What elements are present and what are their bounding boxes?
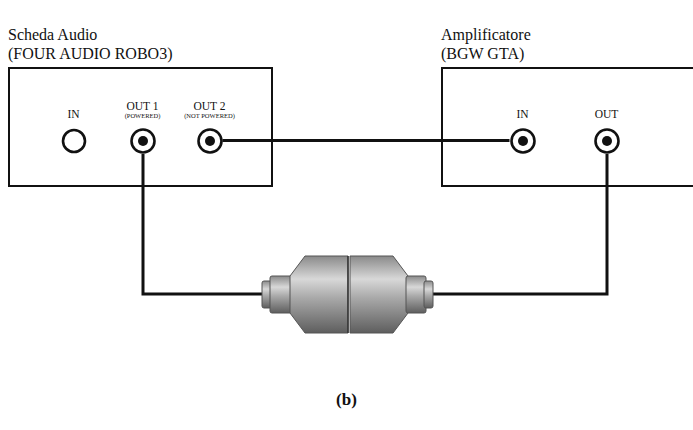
- speaker-connector: [262, 256, 433, 333]
- jack-symbol: [197, 128, 223, 154]
- jack-label: IN: [516, 108, 528, 120]
- signal-cable: [223, 139, 510, 142]
- jack-label: IN: [67, 108, 79, 120]
- port-name: IN: [516, 108, 528, 120]
- port-name: OUT: [595, 108, 619, 120]
- device-heading: Scheda Audio(FOUR AUDIO ROBO3): [8, 25, 172, 63]
- speaker-wire: [143, 154, 264, 294]
- output-jack: OUT 2(NOT POWERED): [197, 128, 223, 154]
- jack-symbol: [594, 128, 620, 154]
- output-jack: OUT: [594, 128, 620, 154]
- heading-text: Amplificatore: [441, 25, 531, 44]
- port-note: (POWERED): [125, 112, 161, 120]
- jack-label: OUT: [595, 108, 619, 120]
- figure-caption: (b): [0, 390, 693, 410]
- port-note: (NOT POWERED): [184, 112, 235, 120]
- jack-symbol: [130, 128, 156, 154]
- device-heading: Amplificatore(BGW GTA): [441, 25, 531, 63]
- port-name: OUT 1: [125, 100, 161, 112]
- jack-symbol: [510, 128, 536, 154]
- heading-text: (BGW GTA): [441, 44, 531, 63]
- jack-symbol: [61, 128, 87, 154]
- sound-card-box: Scheda Audio(FOUR AUDIO ROBO3)INOUT 1(PO…: [8, 67, 273, 187]
- input-jack: IN: [510, 128, 536, 154]
- speaker-wire: [430, 154, 607, 294]
- output-jack: OUT 1(POWERED): [130, 128, 156, 154]
- input-jack: IN: [61, 128, 87, 154]
- amplifier-box: Amplificatore(BGW GTA)INOUT: [441, 67, 693, 187]
- jack-label: OUT 1(POWERED): [125, 100, 161, 120]
- port-name: IN: [67, 108, 79, 120]
- heading-text: Scheda Audio: [8, 25, 172, 44]
- jack-label: OUT 2(NOT POWERED): [184, 100, 235, 120]
- heading-text: (FOUR AUDIO ROBO3): [8, 44, 172, 63]
- port-name: OUT 2: [184, 100, 235, 112]
